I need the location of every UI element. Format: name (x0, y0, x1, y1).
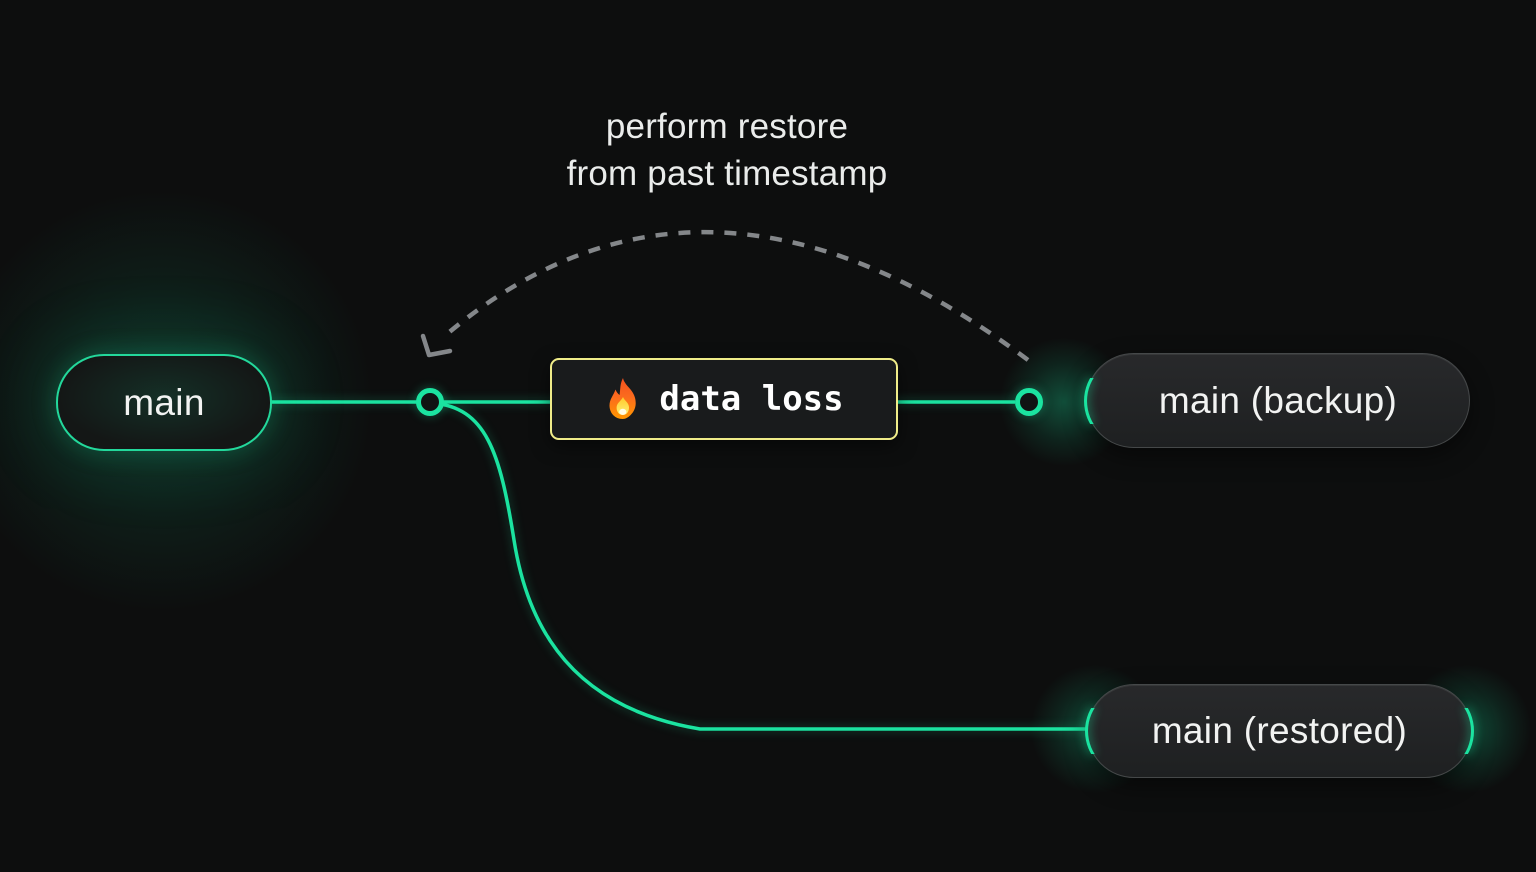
fire-icon (609, 378, 637, 419)
branch-point-node (416, 388, 444, 416)
data-loss-event-box: data loss (550, 358, 898, 440)
restore-caption-line1: perform restore (605, 107, 849, 146)
branch-label-main: main (123, 381, 205, 423)
restore-caption-line2: from past timestamp (566, 154, 888, 193)
backup-point-node (1015, 388, 1043, 416)
data-loss-label: data loss (659, 379, 844, 419)
branch-label-backup: main (backup) (1158, 379, 1398, 421)
branch-node-backup: main (backup) (1084, 353, 1470, 448)
restore-caption: perform restore from past timestamp (567, 103, 888, 197)
arrowhead-icon (420, 333, 453, 358)
branch-node-main: main (56, 354, 272, 451)
branch-label-restored: main (restored) (1151, 710, 1408, 751)
branch-node-restored: main (restored) (1085, 684, 1474, 778)
restore-arc (445, 229, 1030, 362)
restore-branch-line (430, 401, 1091, 731)
